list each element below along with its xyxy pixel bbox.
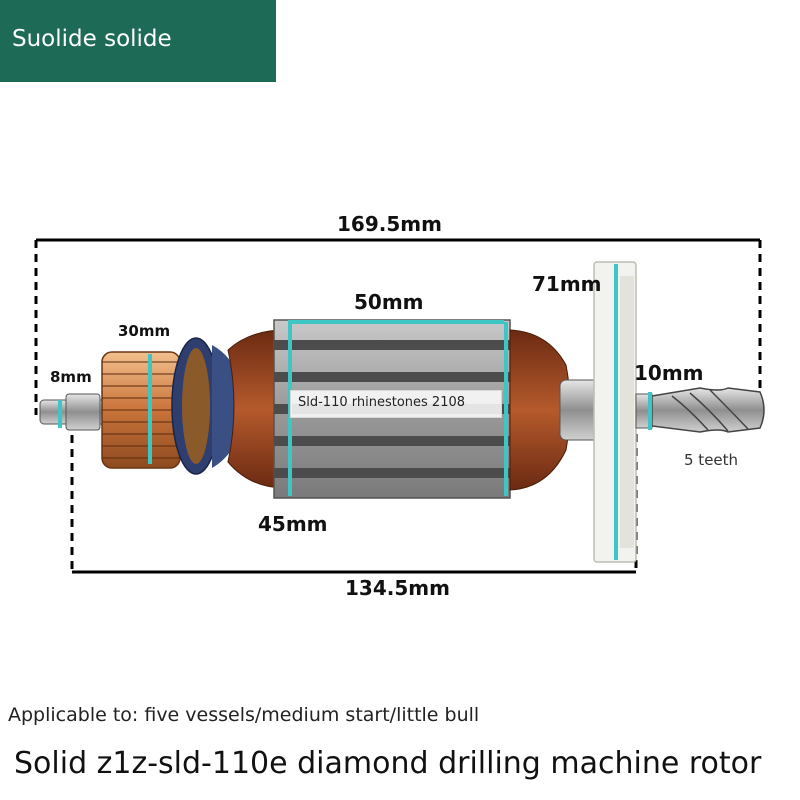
right-shaft-diameter-label: 10mm (634, 361, 704, 385)
pinion-gear (635, 387, 765, 433)
left-winding (227, 329, 286, 489)
core-diameter-label: 45mm (258, 512, 328, 536)
shaft-to-fan-length-label: 134.5mm (345, 576, 450, 600)
fan-diameter-label: 71mm (532, 272, 602, 296)
commutator (101, 337, 248, 475)
model-tag: Sld-110 rhinestones 2108 (290, 390, 502, 418)
commutator-length-label: 30mm (118, 322, 171, 340)
left-shaft (39, 393, 111, 431)
gear-teeth-label: 5 teeth (684, 451, 739, 469)
overall-length-label: 169.5mm (337, 212, 442, 236)
applicable-text: Applicable to: five vessels/medium start… (8, 704, 480, 726)
model-tag-text: Sld-110 rhinestones 2108 (298, 395, 466, 410)
left-shaft-diameter-label: 8mm (50, 368, 92, 386)
overall-dimension-bracket (34, 238, 762, 415)
product-title: Solid z1z-sld-110e diamond drilling mach… (14, 746, 762, 781)
core-length-label: 50mm (354, 290, 424, 314)
brand-banner: Suolide solide (0, 0, 276, 82)
brand-label: Suolide solide (12, 26, 172, 52)
